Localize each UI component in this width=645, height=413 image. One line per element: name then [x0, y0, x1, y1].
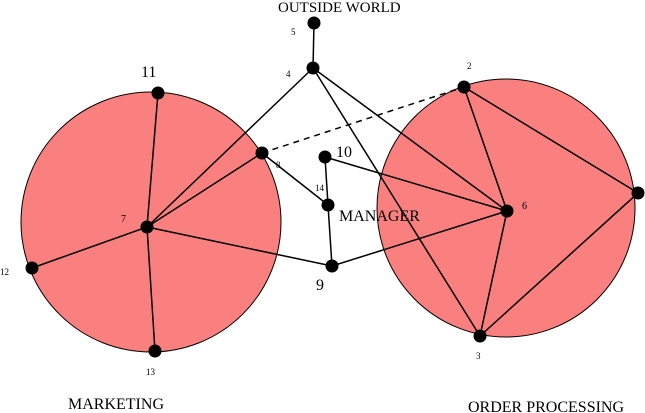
node-label-n4: 4	[286, 69, 291, 79]
edge-n4-n6	[312, 67, 508, 212]
node-label-n3: 3	[476, 351, 481, 361]
edge-n9-n6	[331, 210, 508, 267]
node-label-n2: 2	[467, 61, 472, 71]
node-n14[interactable]	[321, 198, 335, 212]
node-n10[interactable]	[318, 150, 332, 164]
node-label-n10: 10	[336, 144, 352, 161]
outside-world-label: OUTSIDE WORLD	[278, 0, 401, 16]
edge-n7-n8	[146, 152, 263, 228]
node-label-n8: 8	[276, 160, 281, 170]
edge-n5-n4	[312, 22, 315, 69]
node-nR[interactable]	[631, 186, 645, 200]
edge-n10-n6	[324, 156, 508, 212]
edge-n7-n13	[146, 226, 156, 352]
dashed-edge-n8-n2	[261, 86, 465, 154]
node-n3[interactable]	[473, 329, 487, 343]
node-n13[interactable]	[148, 344, 162, 358]
node-n7[interactable]	[140, 220, 154, 234]
edge-n2-n6	[463, 86, 508, 212]
edge-n4-n3	[312, 67, 481, 337]
node-label-n11: 11	[141, 64, 156, 81]
edge-n4-n7	[146, 67, 314, 228]
node-n6[interactable]	[500, 204, 514, 218]
node-label-n9: 9	[316, 277, 324, 294]
order-processing-label: ORDER PROCESSING	[468, 399, 624, 413]
edge-n7-n9	[146, 226, 333, 267]
marketing-label: MARKETING	[68, 396, 164, 413]
edge-nR-n3	[479, 192, 639, 337]
edge-n7-n12	[31, 226, 148, 269]
node-label-n12: 12	[0, 267, 9, 277]
node-n8[interactable]	[255, 146, 269, 160]
edge-n6-n3	[479, 210, 508, 337]
node-n2[interactable]	[457, 80, 471, 94]
node-label-n6: 6	[522, 201, 527, 212]
node-label-n7: 7	[121, 214, 126, 225]
edge-n11-n7	[146, 92, 159, 228]
node-label-n14: 14	[315, 183, 325, 193]
node-n9[interactable]	[325, 259, 339, 273]
node-n5[interactable]	[307, 16, 321, 30]
node-n12[interactable]	[25, 261, 39, 275]
node-label-n13: 13	[146, 367, 156, 377]
manager-label: MANAGER	[339, 208, 420, 225]
edge-n2-nR	[463, 86, 639, 194]
edge-n14-n9	[327, 204, 333, 267]
node-n11[interactable]	[151, 86, 165, 100]
node-label-n5: 5	[291, 27, 296, 37]
edge-n8-n14	[261, 152, 329, 206]
node-n4[interactable]	[306, 61, 320, 75]
edge-n10-n14	[324, 156, 329, 206]
